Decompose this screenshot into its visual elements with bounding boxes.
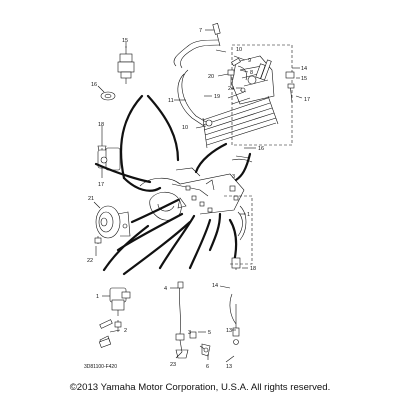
callout-numbers: 7 10 9 8 14 20 15 24 15 16 11 19 17 10 1…	[84, 28, 310, 370]
sensor-assembly-15	[100, 46, 135, 101]
copyright-notice: ©2013 Yamaha Motor Corporation, U.S.A. A…	[69, 382, 331, 393]
callout-11: 11	[168, 98, 174, 104]
diagram-code: 3D81100-F420	[84, 364, 117, 370]
leader-lines	[93, 29, 303, 363]
callout-18-right: 18	[250, 266, 256, 272]
callout-13-lower: 13	[226, 364, 232, 370]
head-bolts	[227, 57, 295, 103]
callout-9: 9	[248, 58, 251, 64]
callout-7: 7	[199, 28, 202, 34]
callout-24: 24	[228, 86, 234, 92]
lower-right-parts	[224, 195, 253, 345]
callout-5: 5	[208, 330, 211, 336]
callout-23: 23	[170, 362, 176, 368]
callout-21: 21	[88, 196, 94, 202]
frame-center	[139, 155, 253, 241]
callout-16: 16	[91, 82, 97, 88]
callout-22: 22	[87, 258, 93, 264]
callout-17: 17	[304, 97, 310, 103]
callout-1: 1	[247, 212, 250, 218]
callout-3-lower: 3	[188, 330, 191, 336]
callout-8: 8	[250, 70, 253, 76]
sensor-cable-4	[175, 281, 211, 359]
callout-15: 15	[301, 76, 307, 82]
callout-14-lower: 14	[212, 283, 218, 289]
callout-20: 20	[208, 74, 214, 80]
callout-1-lower: 1	[96, 294, 99, 300]
sensor-assembly-1	[98, 287, 131, 348]
wire-harness	[94, 94, 252, 276]
callout-6: 6	[206, 364, 209, 370]
callout-10-lower: 10	[182, 125, 188, 131]
callout-16-head: 16	[258, 146, 264, 152]
callout-13: 13	[226, 328, 232, 334]
engine-cylinder-head	[202, 44, 293, 149]
callout-3: 3	[232, 174, 235, 180]
callout-10: 10	[236, 47, 242, 53]
callout-15-left: 15	[122, 38, 128, 44]
callout-4: 4	[164, 286, 167, 292]
horn	[94, 205, 131, 244]
callout-17-left: 17	[98, 182, 104, 188]
callout-14: 14	[301, 66, 307, 72]
oil-pipe	[173, 23, 248, 127]
callout-2: 2	[124, 328, 127, 334]
callout-18: 18	[98, 122, 104, 128]
callout-19: 19	[214, 94, 220, 100]
